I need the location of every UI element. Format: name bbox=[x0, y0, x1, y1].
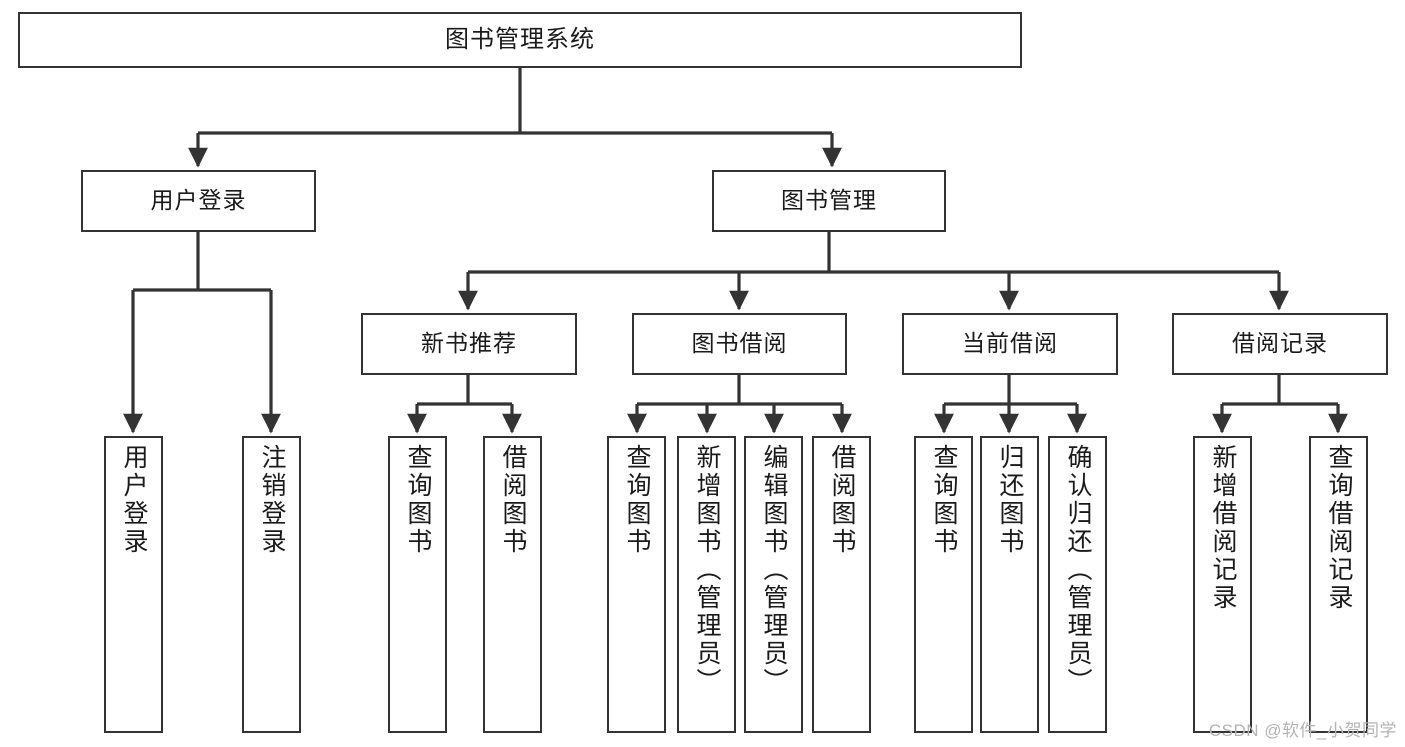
node-label: 图书管理系统 bbox=[445, 25, 595, 53]
node-label: 查询借阅记录 bbox=[1325, 444, 1353, 612]
node-label: 借阅记录 bbox=[1232, 330, 1328, 357]
leaf-add-borrow-record[interactable]: 新增借阅记录 bbox=[1193, 436, 1252, 733]
watermark: CSDN @软件_小贺同学 bbox=[1208, 721, 1397, 740]
node-label: 用户登录 bbox=[150, 187, 247, 214]
node-label: 新书推荐 bbox=[421, 330, 517, 357]
leaf-query-books-current[interactable]: 查询图书 bbox=[914, 436, 973, 733]
node-label: 查询图书 bbox=[623, 444, 651, 556]
node-label: 用户登录 bbox=[120, 444, 148, 556]
node-label: 图书借阅 bbox=[691, 330, 788, 357]
node-label: 新增图书（管理员） bbox=[693, 444, 721, 696]
leaf-borrow-books-new[interactable]: 借阅图书 bbox=[483, 436, 542, 733]
node-label: 图书管理 bbox=[781, 187, 877, 214]
node-book-management[interactable]: 图书管理 bbox=[712, 170, 946, 232]
leaf-query-books-new[interactable]: 查询图书 bbox=[388, 436, 447, 733]
node-current-borrowing[interactable]: 当前借阅 bbox=[902, 313, 1118, 375]
node-book-borrowing[interactable]: 图书借阅 bbox=[632, 313, 847, 375]
node-borrowing-records[interactable]: 借阅记录 bbox=[1172, 313, 1388, 375]
leaf-add-book-admin[interactable]: 新增图书（管理员） bbox=[677, 436, 736, 733]
node-label: 注销登录 bbox=[258, 444, 286, 556]
node-new-book-recommendation[interactable]: 新书推荐 bbox=[361, 313, 577, 375]
node-label: 查询图书 bbox=[930, 444, 958, 556]
leaf-confirm-return-admin[interactable]: 确认归还（管理员） bbox=[1048, 436, 1107, 733]
node-label: 查询图书 bbox=[404, 444, 432, 556]
node-user-login[interactable]: 用户登录 bbox=[81, 170, 316, 232]
node-label: 编辑图书（管理员） bbox=[760, 444, 788, 696]
leaf-query-borrow-record[interactable]: 查询借阅记录 bbox=[1309, 436, 1368, 733]
leaf-edit-book-admin[interactable]: 编辑图书（管理员） bbox=[744, 436, 803, 733]
leaf-lend-book[interactable]: 借阅图书 bbox=[812, 436, 871, 733]
node-label: 归还图书 bbox=[996, 444, 1024, 556]
node-label: 新增借阅记录 bbox=[1209, 444, 1237, 612]
node-root-book-management-system[interactable]: 图书管理系统 bbox=[18, 12, 1022, 68]
node-label: 确认归还（管理员） bbox=[1064, 444, 1092, 696]
node-label: 借阅图书 bbox=[499, 444, 527, 556]
node-label: 当前借阅 bbox=[962, 330, 1058, 357]
leaf-query-books-borrow[interactable]: 查询图书 bbox=[607, 436, 666, 733]
node-label: 借阅图书 bbox=[828, 444, 856, 556]
leaf-logout[interactable]: 注销登录 bbox=[242, 436, 301, 733]
leaf-user-login[interactable]: 用户登录 bbox=[104, 436, 163, 733]
leaf-return-book[interactable]: 归还图书 bbox=[980, 436, 1039, 733]
